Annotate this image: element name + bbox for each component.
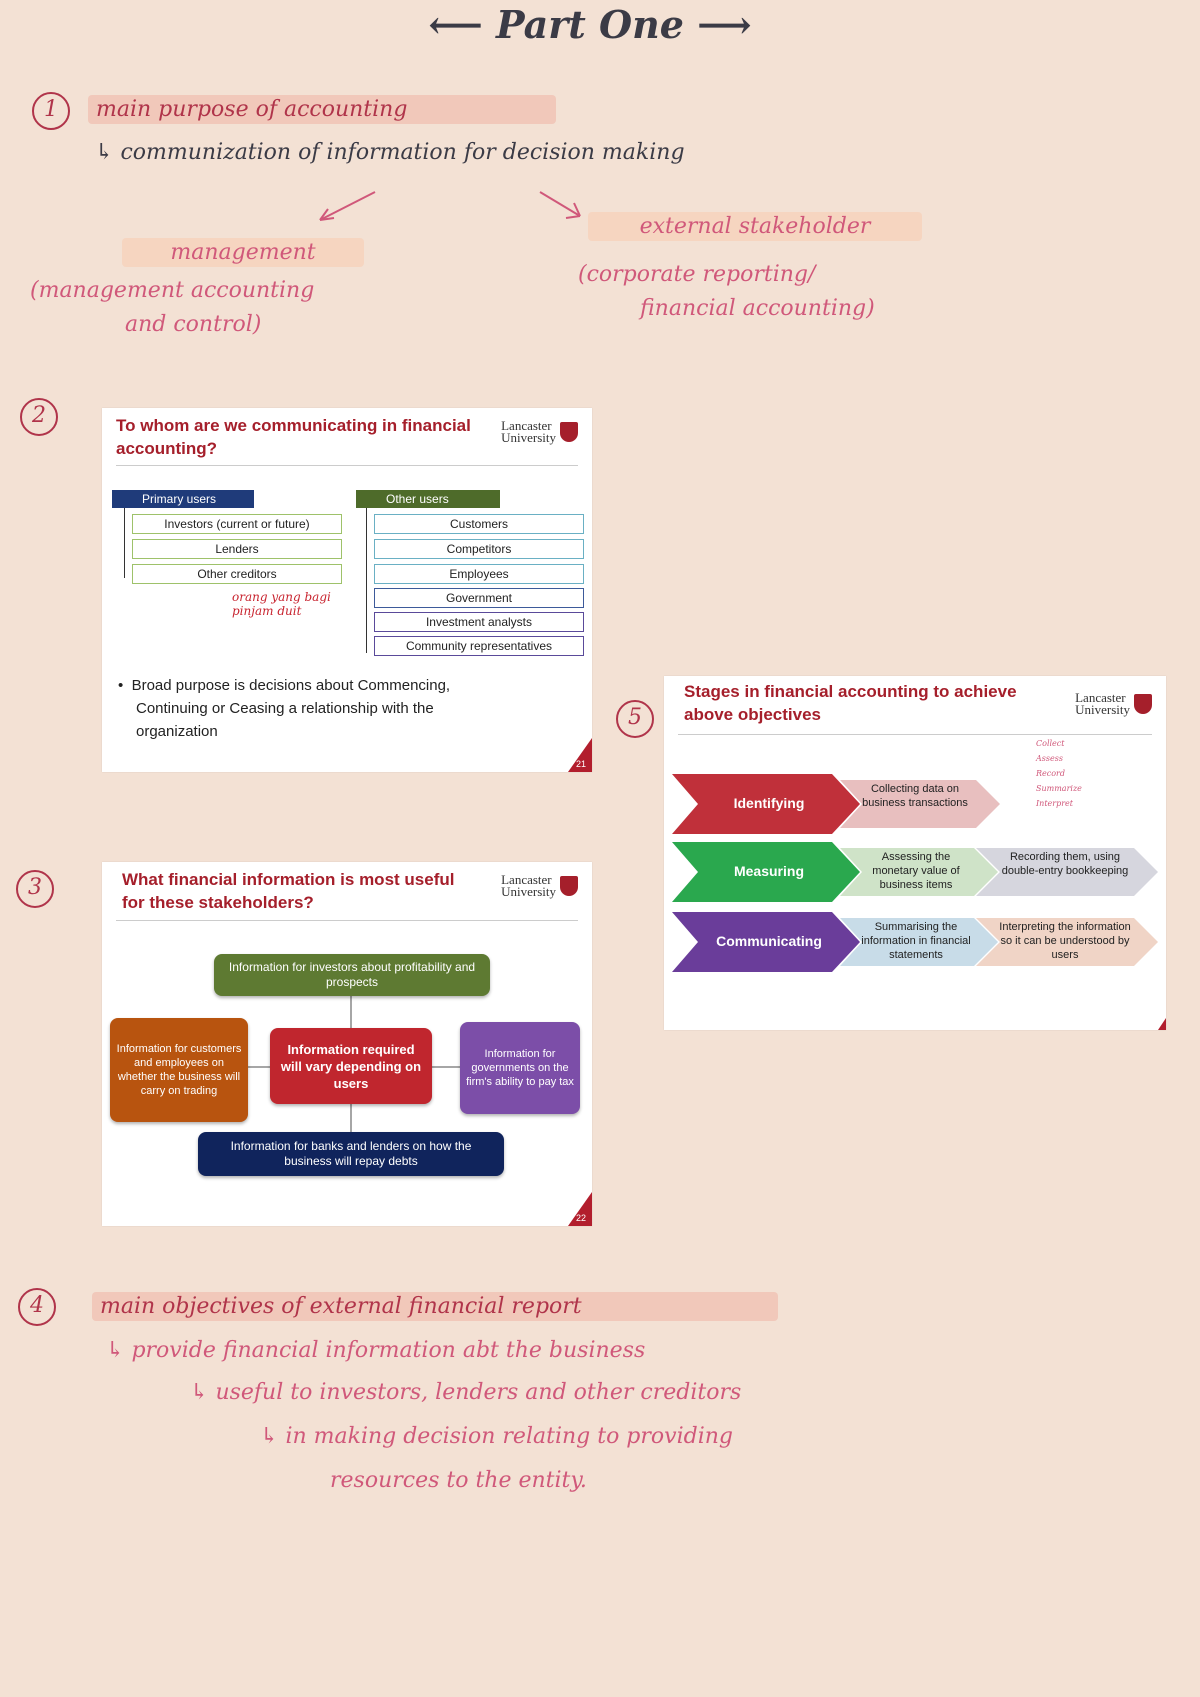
info-customers-box: Information for customers and employees …: [110, 1018, 248, 1122]
s4-line-1: ↳ provide financial information abt the …: [106, 1338, 646, 1363]
stage-desc-identifying: Collecting data on business transactions: [862, 783, 968, 809]
title-rule: [116, 465, 578, 466]
s1-line: ↳ communization of information for decis…: [95, 140, 685, 165]
s4-line-4: resources to the entity.: [330, 1468, 587, 1493]
page-title: ⟵ Part One ⟶: [428, 2, 752, 47]
mnemonic-list: Collect Assess Record Summarize Interpre…: [1036, 739, 1082, 808]
s1-left-note-1: (management accounting: [30, 278, 315, 303]
s1-heading: main purpose of accounting: [88, 95, 556, 124]
s4-line-2: ↳ useful to investors, lenders and other…: [190, 1380, 742, 1405]
branch-arrows: [319, 191, 581, 221]
return-arrow-icon: ↳: [190, 1380, 216, 1405]
arrow-head-left: [319, 208, 335, 221]
s1-right-note-1: (corporate reporting/: [578, 262, 816, 287]
section-number-3: 3: [16, 870, 54, 908]
s1-right-label: external stakeholder: [588, 212, 922, 241]
info-banks-box: Information for banks and lenders on how…: [198, 1132, 504, 1176]
title-rule: [678, 734, 1152, 735]
section-number-1: 1: [32, 92, 70, 130]
crest-icon: [560, 422, 578, 442]
stage-desc-communicating-2: Interpreting the information so it can b…: [999, 921, 1131, 961]
section-number-5: 5: [616, 700, 654, 738]
arrow-to-external: [539, 191, 581, 217]
other-user-customers: Customers: [374, 514, 584, 534]
tree-line: [124, 508, 125, 578]
info-center-box: Information required will vary depending…: [270, 1028, 432, 1104]
s1-left-note-2: and control): [125, 312, 262, 337]
slide-title: What financial information is most usefu…: [122, 870, 455, 912]
slide-title: To whom are we communicating in financia…: [116, 416, 471, 458]
slide-stakeholders: To whom are we communicating in financia…: [102, 408, 592, 772]
s4-line-3: ↳ in making decision relating to providi…: [260, 1424, 733, 1449]
stage-desc-measuring-2: Recording them, using double-entry bookk…: [1001, 851, 1129, 877]
primary-user-other-creditors: Other creditors: [132, 564, 342, 584]
chevron-measuring-desc-1: [840, 848, 998, 896]
arrow-head-right: [565, 202, 581, 219]
s1-left-label: management: [122, 238, 364, 267]
crest-icon: [560, 876, 578, 896]
return-arrow-icon: ↳: [95, 140, 121, 165]
bullet-text: • Broad purpose is decisions about Comme…: [118, 677, 451, 740]
stage-label-identifying: Identifying: [733, 795, 805, 811]
stage-label-communicating: Communicating: [716, 933, 822, 949]
arrow-to-management: [319, 191, 376, 221]
chevron-communicating-desc-1: [840, 918, 998, 966]
crest-icon: [1134, 694, 1152, 714]
slide-corner: [568, 1192, 592, 1226]
primary-users-header: Primary users: [112, 490, 254, 508]
slide-corner: [1158, 1018, 1166, 1030]
slide-title: Stages in financial accounting to achiev…: [684, 682, 1017, 724]
stage-label-measuring: Measuring: [733, 863, 804, 879]
handwritten-note: orang yang bagi pinjam duit: [232, 590, 331, 618]
other-user-competitors: Competitors: [374, 539, 584, 559]
return-arrow-icon: ↳: [106, 1338, 132, 1363]
primary-user-lenders: Lenders: [132, 539, 342, 559]
slide-useful-information: What financial information is most usefu…: [102, 862, 592, 1226]
other-user-government: Government: [374, 588, 584, 608]
tree-line-2: [366, 508, 367, 653]
chevron-measuring-desc-2: [976, 848, 1158, 896]
s4-heading: main objectives of external financial re…: [92, 1292, 778, 1321]
title-rule: [116, 920, 578, 921]
slide-page-number: 21: [575, 759, 586, 769]
stage-desc-measuring-1: Assessing the monetary value of business…: [872, 851, 960, 891]
slide-stages: Stages in financial accounting to achiev…: [664, 676, 1166, 1030]
section-number-4: 4: [18, 1288, 56, 1326]
return-arrow-icon: ↳: [260, 1424, 286, 1449]
slide-page-number: 22: [575, 1213, 586, 1223]
primary-user-investors: Investors (current or future): [132, 514, 342, 534]
section-number-2: 2: [20, 398, 58, 436]
stage-chevrons: [672, 774, 1158, 972]
chevron-measuring: [672, 842, 860, 902]
arrow-right-icon: ⟶: [683, 2, 752, 47]
info-governments-box: Information for governments on the firm'…: [460, 1022, 580, 1114]
s1-right-note-2: financial accounting): [640, 296, 875, 321]
slide-corner: [568, 738, 592, 772]
stage-desc-communicating-1: Summarising the information in financial…: [861, 921, 971, 961]
chevron-communicating-desc-2: [976, 918, 1158, 966]
chevron-identifying-desc: [840, 780, 1000, 828]
other-user-employees: Employees: [374, 564, 584, 584]
info-investors-box: Information for investors about profitab…: [214, 954, 490, 996]
other-user-community: Community representatives: [374, 636, 584, 656]
arrow-left-icon: ⟵: [428, 2, 497, 47]
chevron-identifying: [672, 774, 860, 834]
chevron-communicating: [672, 912, 860, 972]
other-user-investment-analysts: Investment analysts: [374, 612, 584, 632]
bullet-icon: •: [118, 677, 132, 694]
other-users-header: Other users: [356, 490, 500, 508]
